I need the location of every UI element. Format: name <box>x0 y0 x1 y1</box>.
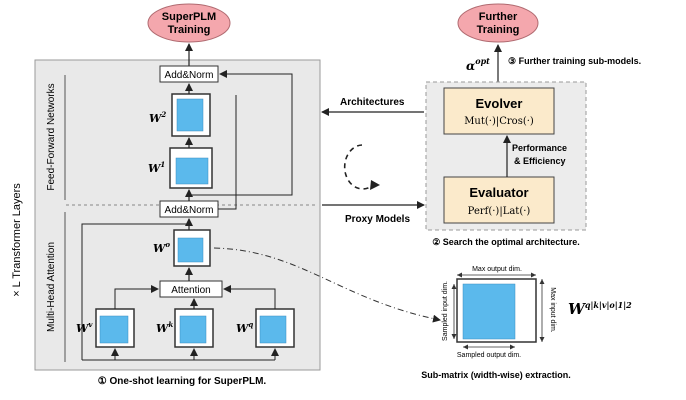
wo-submatrix <box>177 237 204 263</box>
extraction-link <box>213 247 441 323</box>
search-cycle-arrow <box>343 144 374 190</box>
evaluator-title: Evaluator <box>469 185 528 200</box>
wo-label: Wo <box>153 240 170 255</box>
alpha-opt-label: αopt <box>466 56 490 73</box>
further-training-oval <box>457 3 539 43</box>
perf-eff-line1: Performance <box>512 143 567 153</box>
wv-label: Wv <box>76 320 93 335</box>
evolver-formula: Mut(·)|Cros(·) <box>464 116 534 127</box>
superplm-training-line1: SuperPLM <box>162 11 216 23</box>
w1-submatrix <box>175 157 209 185</box>
addnorm-top-label: Add&Norm <box>165 70 214 81</box>
addnorm-mid-label: Add&Norm <box>165 205 214 216</box>
wk-label: Wk <box>156 320 173 335</box>
attention-label: Attention <box>171 285 210 296</box>
evolver-box <box>443 87 555 135</box>
wv-submatrix <box>99 315 129 344</box>
w2-submatrix <box>176 98 204 132</box>
further-training-line1: Further <box>479 11 518 23</box>
wk-submatrix <box>179 315 207 344</box>
mha-label: Multi-Head Attention <box>46 242 57 332</box>
evolver-title: Evolver <box>476 96 523 111</box>
superplm-training-line2: Training <box>168 24 211 36</box>
w1-label: W1 <box>148 160 165 175</box>
attention-box <box>159 280 223 298</box>
architectures-label: Architectures <box>340 97 405 108</box>
submatrix-caption: Sub-matrix (width-wise) extraction. <box>421 370 571 380</box>
left-caption: ① One-shot learning for SuperPLM. <box>98 376 267 387</box>
ffn-label: Feed-Forward Networks <box>46 83 57 190</box>
proxy-models-label: Proxy Models <box>345 214 410 225</box>
superplm-training-oval <box>147 3 231 43</box>
w-qkvo12-label: Wq|k|v|o|1|2 <box>568 300 632 318</box>
max-output-label: Max output dim. <box>472 266 522 273</box>
transformer-layers-label: × L Transformer Layers <box>11 183 23 297</box>
wq-label: Wq <box>236 320 253 335</box>
further-training-line2: Training <box>477 24 520 36</box>
step2-label: ② Search the optimal architecture. <box>432 237 580 247</box>
evaluator-formula: Perf(·)|Lat(·) <box>468 206 531 217</box>
max-input-label: Max input dim. <box>549 287 556 333</box>
sampled-input-label: Sampled input dim. <box>442 281 449 341</box>
w2-label: W2 <box>149 110 166 125</box>
sampled-submatrix <box>462 283 516 340</box>
addnorm-top-box <box>159 65 219 83</box>
sampled-output-label: Sampled output dim. <box>457 352 521 359</box>
evaluator-box <box>443 176 555 224</box>
perf-eff-line2: & Efficiency <box>514 156 566 166</box>
wq-submatrix <box>259 315 287 344</box>
step3-label: ③ Further training sub-models. <box>508 56 641 66</box>
